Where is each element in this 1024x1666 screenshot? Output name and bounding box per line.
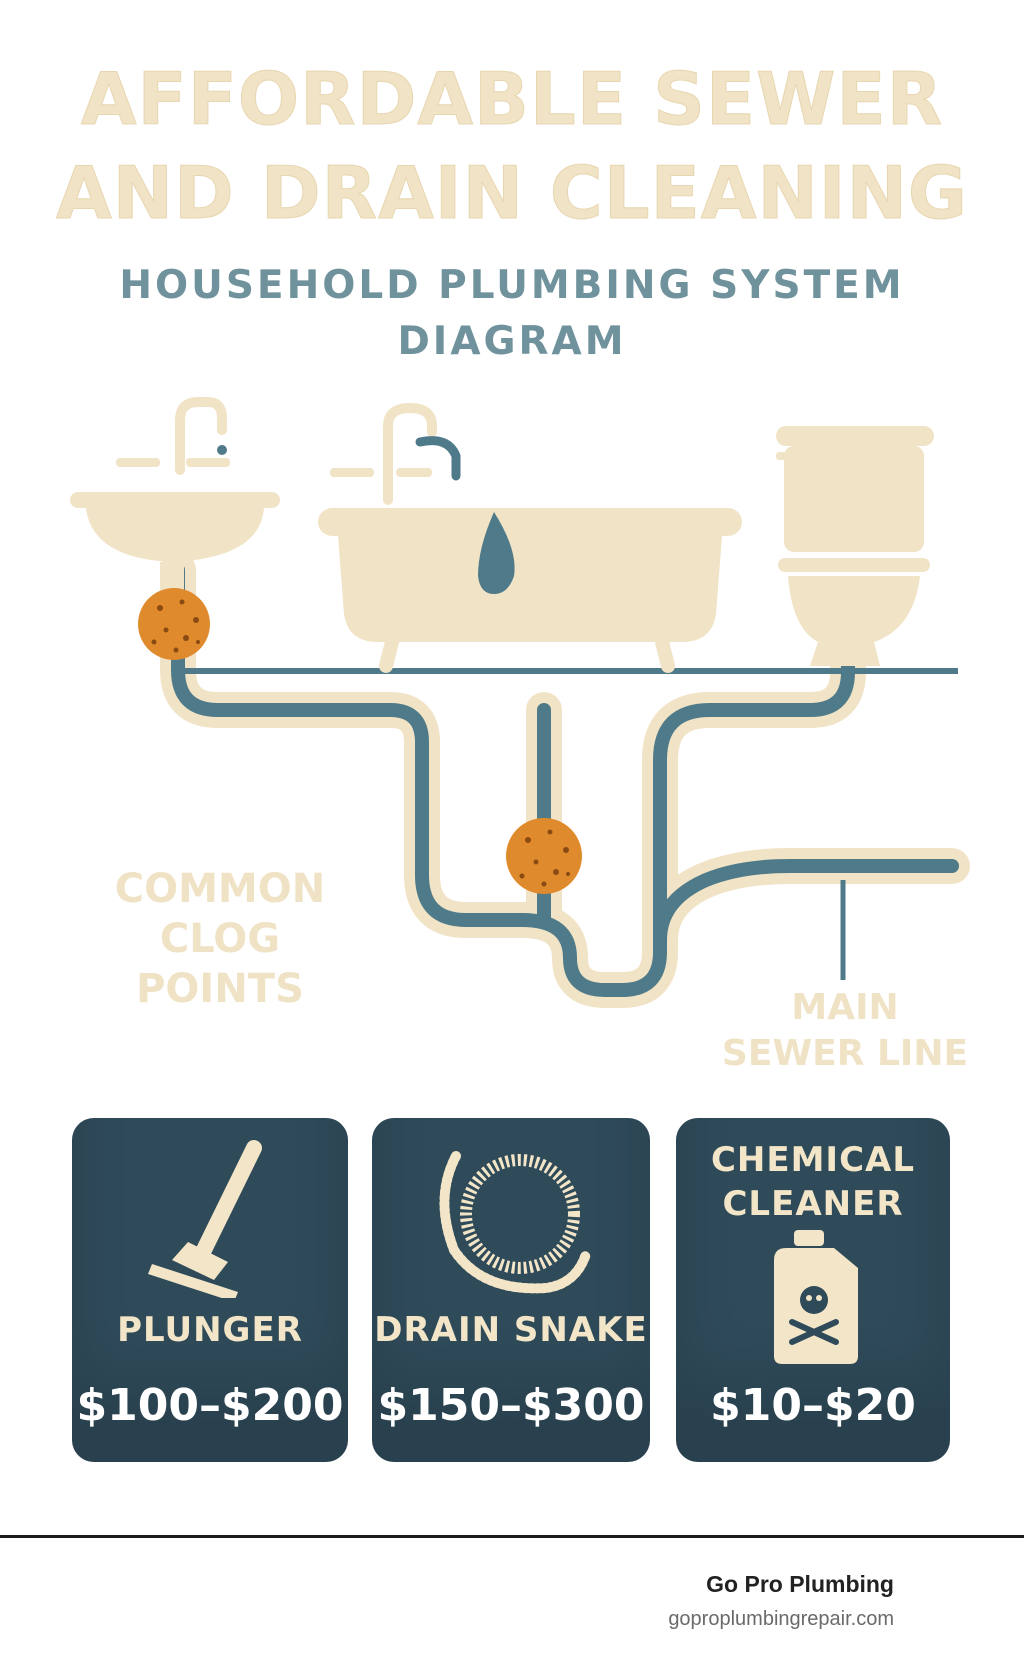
title-line-2: AND DRAIN CLEANING bbox=[56, 151, 968, 236]
tool-price-chemical-cleaner: $10–$20 bbox=[710, 1380, 916, 1431]
page-title: AFFORDABLE SEWER AND DRAIN CLEANING bbox=[0, 52, 1024, 240]
drain-snake-icon bbox=[439, 1151, 591, 1294]
main-sewer-line-label: MAIN SEWER LINE bbox=[721, 987, 969, 1074]
pipe-network bbox=[160, 552, 970, 1008]
tool-price-drain-snake: $150–$300 bbox=[377, 1380, 645, 1431]
tool-card-chemical-cleaner: CHEMICAL CLEANER $10–$20 bbox=[676, 1118, 950, 1462]
brand-name: Go Pro Plumbing bbox=[706, 1571, 894, 1597]
chemical-bottle-icon bbox=[774, 1230, 858, 1364]
sink-icon bbox=[70, 397, 280, 602]
brand-url[interactable]: goproplumbingrepair.com bbox=[668, 1608, 894, 1630]
title-line-1: AFFORDABLE SEWER bbox=[80, 57, 944, 142]
clog-point-1 bbox=[138, 588, 210, 660]
plumbing-diagram bbox=[70, 397, 970, 1008]
footer-divider bbox=[0, 1535, 1024, 1538]
tool-label-chemical-cleaner: CHEMICAL CLEANER bbox=[710, 1140, 916, 1224]
bathtub-icon bbox=[318, 402, 742, 673]
toilet-icon bbox=[776, 426, 934, 666]
subtitle-line-1: HOUSEHOLD PLUMBING SYSTEM bbox=[119, 263, 905, 308]
tool-price-plunger: $100–$200 bbox=[76, 1380, 344, 1431]
tool-card-drain-snake: DRAIN SNAKE $150–$300 bbox=[372, 1118, 650, 1462]
clog-points-label: COMMON CLOG POINTS bbox=[114, 866, 326, 1012]
plunger-icon bbox=[148, 1140, 262, 1298]
tool-card-plunger: PLUNGER $100–$200 bbox=[72, 1118, 348, 1462]
clog-point-2 bbox=[506, 818, 582, 894]
diagram-subtitle: HOUSEHOLD PLUMBING SYSTEM DIAGRAM bbox=[80, 258, 944, 370]
subtitle-line-2: DIAGRAM bbox=[397, 319, 627, 364]
tool-label-plunger: PLUNGER bbox=[117, 1310, 303, 1350]
tool-label-drain-snake: DRAIN SNAKE bbox=[374, 1310, 648, 1350]
